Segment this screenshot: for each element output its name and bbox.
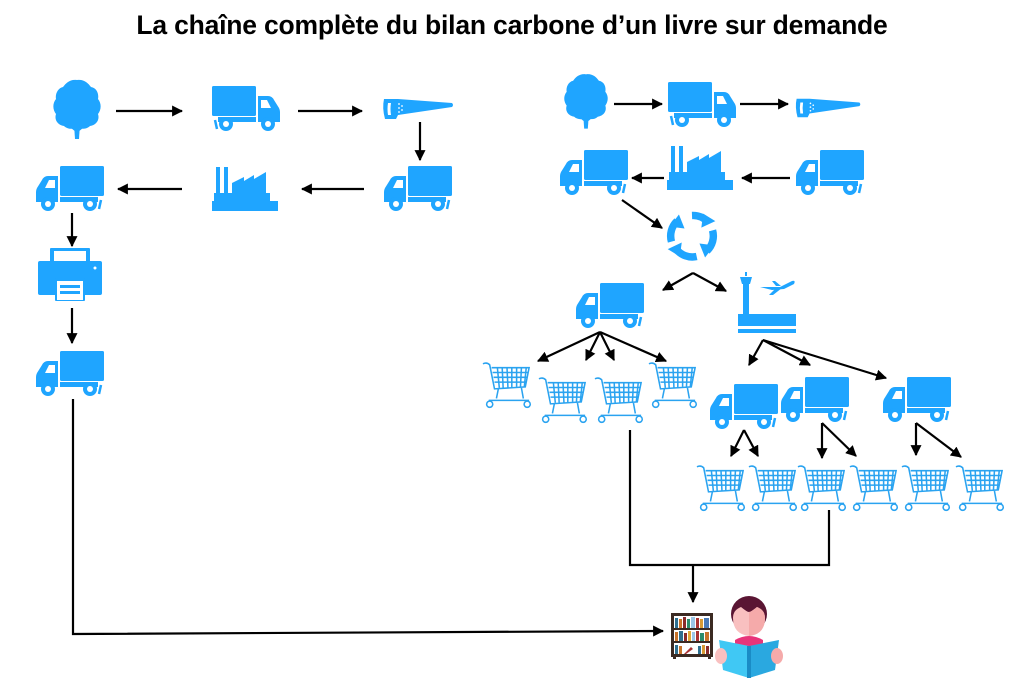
factory-icon xyxy=(212,167,278,211)
cart-icon xyxy=(696,465,746,512)
traditional-chain xyxy=(482,73,1005,604)
arrow xyxy=(537,331,601,362)
cart-icon xyxy=(538,377,588,424)
arrow xyxy=(692,272,727,292)
recycle-icon xyxy=(668,214,716,258)
print-on-demand-chain xyxy=(36,78,665,637)
arrow xyxy=(762,339,811,366)
arrow xyxy=(621,199,663,229)
truck-icon xyxy=(883,377,951,423)
tree-icon xyxy=(52,78,102,140)
arrow xyxy=(730,429,745,457)
arrow xyxy=(585,331,601,361)
printer-icon xyxy=(38,248,102,301)
arrow xyxy=(748,339,764,366)
arrow xyxy=(743,429,759,457)
tree-icon xyxy=(563,73,609,130)
arrow xyxy=(599,331,615,361)
reader-icon xyxy=(715,596,783,678)
arrow xyxy=(762,338,888,381)
truck-icon xyxy=(36,351,104,397)
truck-icon xyxy=(576,283,644,329)
arrow xyxy=(599,330,668,363)
diagram-title: La chaîne complète du bilan carbone d’un… xyxy=(136,10,888,40)
cart-icon xyxy=(594,377,644,424)
truck-icon xyxy=(668,82,736,128)
truck-icon xyxy=(796,150,864,196)
arrow-to-bookshelf xyxy=(71,399,665,637)
truck-icon xyxy=(384,166,452,212)
arrow xyxy=(821,422,857,457)
saw-icon xyxy=(383,99,453,119)
saw-icon xyxy=(795,98,861,118)
factory-icon xyxy=(667,146,733,190)
cart-icon xyxy=(901,465,951,512)
truck-icon xyxy=(560,150,628,196)
cart-icon xyxy=(648,362,698,409)
bookshelf-icon xyxy=(671,613,713,659)
arrow xyxy=(915,422,962,458)
cart-icon xyxy=(748,465,798,512)
truck-icon xyxy=(781,377,849,423)
truck-icon xyxy=(710,384,778,430)
truck-icon xyxy=(36,166,104,212)
cart-icon xyxy=(849,465,899,512)
cart-icon xyxy=(797,465,847,512)
truck-icon xyxy=(212,86,280,132)
cart-icon xyxy=(482,362,532,409)
connector-line xyxy=(628,430,831,567)
arrow xyxy=(662,272,694,291)
airport-icon xyxy=(738,272,796,333)
cart-icon xyxy=(955,465,1005,512)
